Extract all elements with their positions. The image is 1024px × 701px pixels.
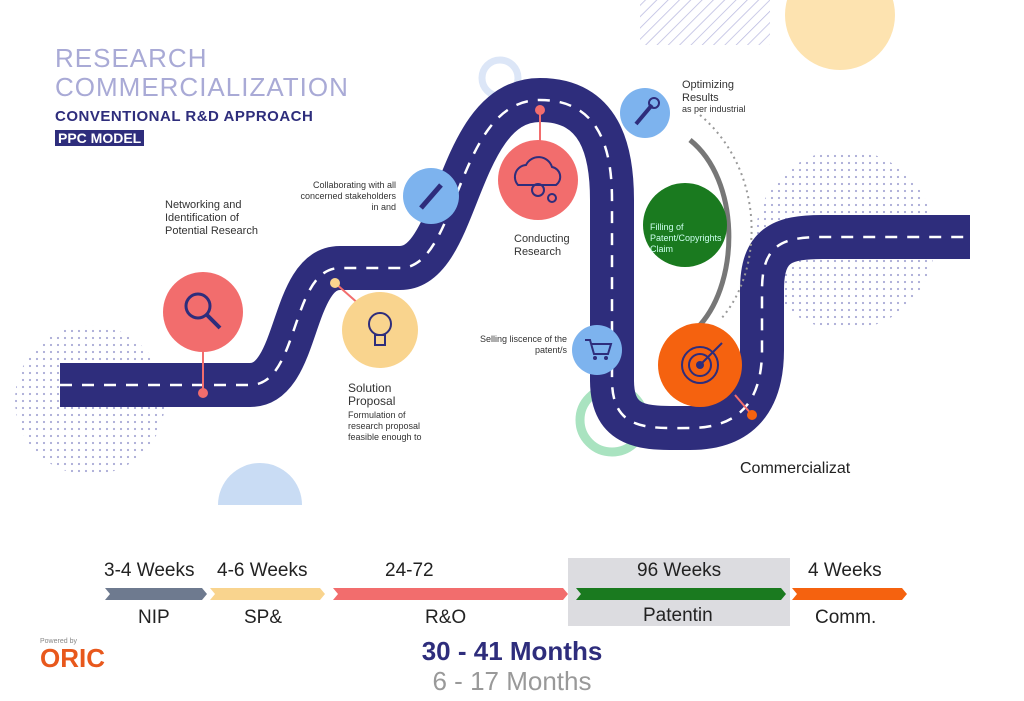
phase-label: Comm. xyxy=(815,607,877,628)
magnifier-icon xyxy=(163,272,243,352)
patent-circle xyxy=(643,183,727,267)
cart-icon xyxy=(572,325,622,375)
timeline-arrows xyxy=(105,588,907,600)
gears-icon xyxy=(498,140,578,220)
duration-label: 4 Weeks xyxy=(808,560,882,581)
step-label: Filling of Patent/Copyrights Claim xyxy=(650,222,722,254)
step-desc: Formulation of research proposal feasibl… xyxy=(348,410,422,442)
wrench-icon xyxy=(620,88,670,138)
duration-label: 3-4 Weeks xyxy=(104,560,195,581)
phase-label: NIP xyxy=(138,607,170,628)
step-label: Commercializat xyxy=(740,460,851,477)
step-label: Conducting Research xyxy=(514,233,570,258)
step-label: Networking and Identification of Potenti… xyxy=(165,199,258,237)
peach-circle-decor xyxy=(785,0,895,70)
duration-label: 96 Weeks xyxy=(637,560,722,581)
step-label: Solution Proposal xyxy=(348,381,396,408)
step-label: Optimizing Results xyxy=(682,79,734,104)
oric-logo: Powered by ORIC xyxy=(40,638,105,673)
subtitle: CONVENTIONAL R&D APPROACH xyxy=(55,108,314,125)
conventional-total: 30 - 41 Months xyxy=(421,636,603,666)
pencil-icon xyxy=(403,168,459,224)
ppc-total: 6 - 17 Months xyxy=(432,666,592,696)
hatch-decor xyxy=(640,0,770,45)
lightbulb-icon xyxy=(342,292,418,368)
phase-label: Patentin xyxy=(643,605,713,626)
step-desc: as per industrial xyxy=(682,104,746,114)
duration-label: 24-72 xyxy=(385,560,434,581)
phase-label: R&O xyxy=(425,607,467,628)
target-icon xyxy=(658,323,742,407)
phase-label: SP& xyxy=(244,607,283,628)
step-label: Selling liscence of the patent/s xyxy=(479,334,567,355)
model-badge: PPC MODEL xyxy=(55,130,145,146)
step-label: Collaborating with all concerned stakeho… xyxy=(300,180,396,212)
duration-label: 4-6 Weeks xyxy=(217,560,308,581)
